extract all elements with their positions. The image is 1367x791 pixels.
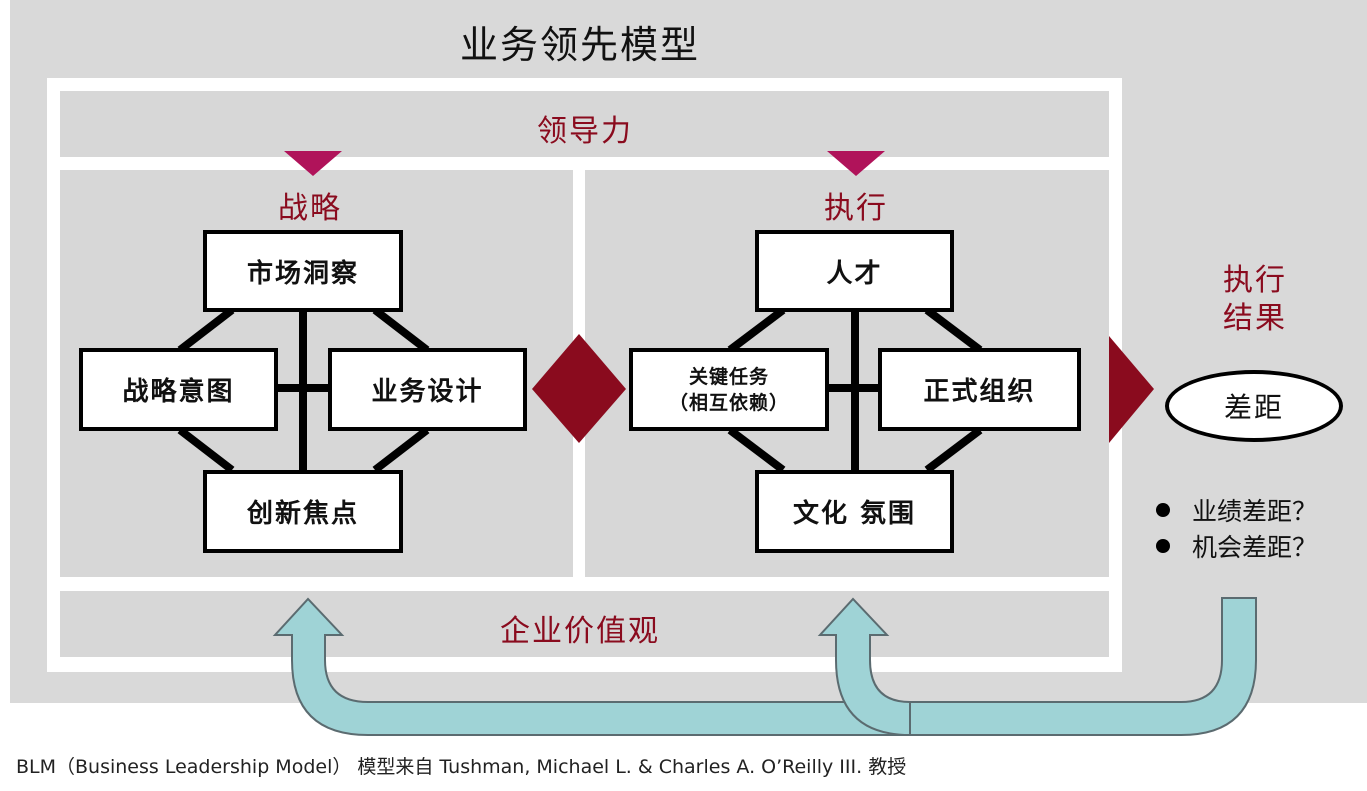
critical-tasks-line1: 关键任务 <box>688 365 769 388</box>
execution-pointer-triangle <box>827 151 885 176</box>
leadership-label: 领导力 <box>537 114 633 149</box>
critical-tasks-line2: （相互依赖） <box>668 391 789 414</box>
execution-heading: 执行 <box>824 191 888 226</box>
box-formal-organization: 正式组织 <box>878 348 1081 431</box>
gap-ellipse: 差距 <box>1165 370 1343 442</box>
box-business-design: 业务设计 <box>328 348 527 431</box>
box-market-insight: 市场洞察 <box>203 230 403 312</box>
source-caption: BLM（Business Leadership Model） 模型来自 Tush… <box>16 756 907 778</box>
list-item: 机会差距？ <box>1152 528 1362 564</box>
execution-connectors <box>727 305 983 475</box>
result-heading-line1: 执行 <box>1223 263 1287 298</box>
list-item: 业绩差距？ <box>1152 492 1362 528</box>
result-arrow <box>1109 336 1154 443</box>
bullet-text: 业绩差距？ <box>1192 497 1318 526</box>
diagram-title: 业务领先模型 <box>459 23 700 67</box>
box-innovation-focus: 创新焦点 <box>203 470 403 553</box>
strategy-connectors <box>177 305 430 475</box>
result-heading-line2: 结果 <box>1223 301 1287 336</box>
leadership-band <box>60 91 1109 157</box>
strategy-heading: 战略 <box>278 191 342 226</box>
values-band <box>60 591 1109 657</box>
feedback-arrow-to-strategy <box>272 597 1257 736</box>
feedback-arrows <box>272 597 1257 736</box>
result-heading: 执行 结果 <box>1200 262 1310 338</box>
box-strategic-intent: 战略意图 <box>79 348 278 431</box>
box-culture-climate: 文化 氛围 <box>755 470 954 553</box>
gap-bullet-list: 业绩差距？ 机会差距？ <box>1152 492 1362 564</box>
bullet-text: 机会差距？ <box>1192 533 1318 562</box>
bullet-dot-icon <box>1156 539 1170 553</box>
bullet-dot-icon <box>1156 503 1170 517</box>
feedback-arrow-to-execution <box>817 597 911 736</box>
center-diamond <box>532 334 626 443</box>
box-talent: 人才 <box>755 230 954 312</box>
box-critical-tasks: 关键任务 （相互依赖） <box>629 348 829 431</box>
values-label: 企业价值观 <box>500 614 660 649</box>
strategy-pointer-triangle <box>284 151 342 176</box>
